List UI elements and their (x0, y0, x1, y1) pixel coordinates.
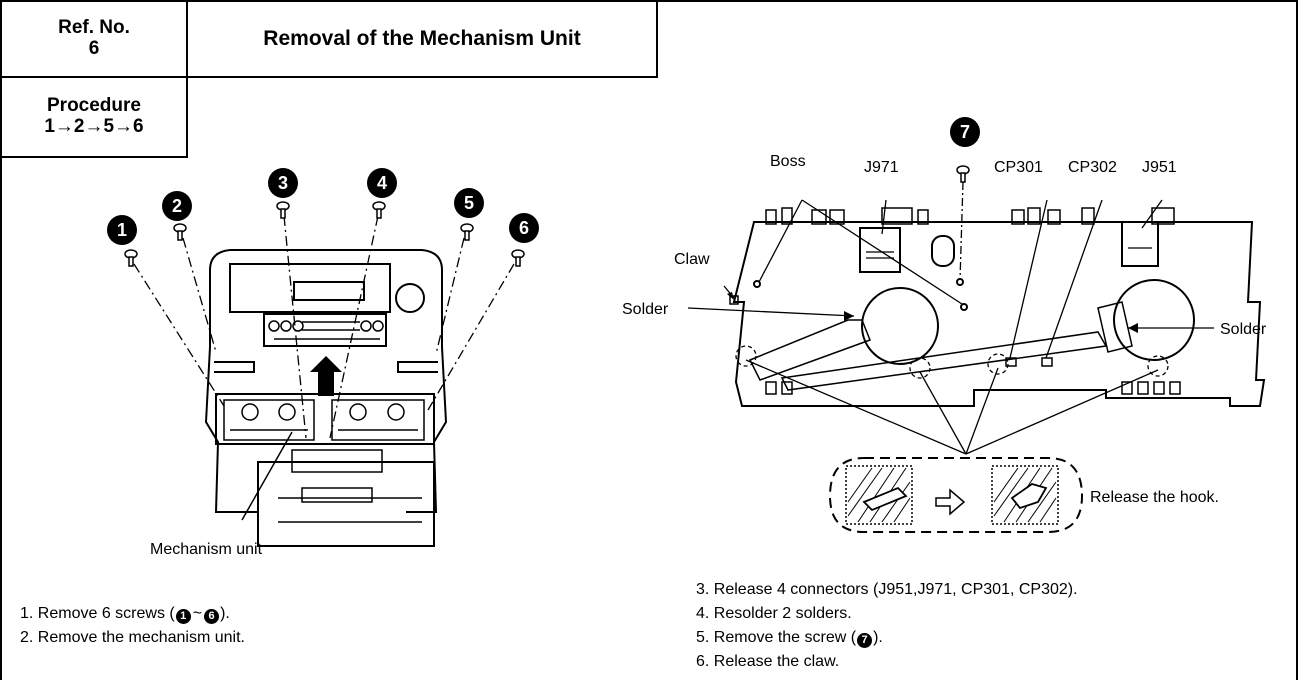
screw-badge-inline-1: 1 (175, 609, 191, 624)
circuit-board-figure (729, 207, 1266, 407)
main-flex-cable (780, 331, 1108, 391)
step-6: 6. Release the claw. (696, 653, 840, 670)
ref-value: 6 (88, 38, 100, 59)
label-solder-right: Solder (1220, 321, 1267, 338)
label-j951: J951 (1142, 159, 1177, 176)
screw-badge-inline-6: 6 (204, 609, 220, 624)
unit-top-housing (209, 249, 443, 347)
step-1: 1. Remove 6 screws (1~6). (20, 605, 230, 624)
svg-text:1: 1 (117, 220, 127, 240)
label-cp301: CP301 (994, 159, 1043, 176)
right-reel (1113, 279, 1195, 361)
label-solder-left: Solder (622, 301, 669, 318)
screw-badge-inline-7: 7 (857, 633, 873, 648)
svg-text:3: 3 (278, 173, 288, 193)
screw-badge-7: 7 (950, 117, 980, 147)
procedure-value: 1→2→5→6 (44, 116, 144, 137)
label-j971: J971 (864, 159, 899, 176)
screw-number-badges: 1 2 3 4 5 6 (107, 168, 539, 245)
steps-left: 1. Remove 6 screws (1~6). 2. Remove the … (20, 602, 245, 650)
knob (395, 283, 425, 313)
page-title: Removal of the Mechanism Unit (263, 27, 581, 51)
svg-text:6: 6 (519, 218, 529, 238)
label-release-hook: Release the hook. (1090, 489, 1219, 506)
mechanism-removal-figure (133, 215, 515, 547)
screw-badge-4: 4 (367, 168, 397, 198)
screw-badge-6: 6 (509, 213, 539, 243)
claw (729, 295, 739, 305)
display-window (229, 263, 391, 313)
svg-text:4: 4 (377, 173, 387, 193)
step-2: 2. Remove the mechanism unit. (20, 629, 245, 646)
mechanism-deck (215, 393, 435, 445)
screw-badge-5: 5 (454, 188, 484, 218)
right-leader-lines (687, 181, 1214, 455)
svg-text:2: 2 (172, 196, 182, 216)
procedure-cell: Procedure 1→2→5→6 (2, 78, 188, 158)
lower-housing (257, 461, 435, 547)
steps-right: 3. Release 4 connectors (J951,J971, CP30… (696, 578, 1078, 674)
remove-direction-arrow (310, 356, 342, 396)
right-figure-labels: Boss J971 CP301 CP302 J951 Claw Solder S… (622, 153, 1267, 506)
screw-badge-3: 3 (268, 168, 298, 198)
label-cp302: CP302 (1068, 159, 1117, 176)
svg-text:7: 7 (960, 122, 970, 142)
label-mechanism-unit: Mechanism unit (150, 541, 263, 558)
ref-label: Ref. No. (58, 17, 130, 39)
step-3: 3. Release 4 connectors (J951,J971, CP30… (696, 581, 1078, 598)
screw-badge-1: 1 (107, 215, 137, 245)
screw-icon-7 (956, 165, 970, 183)
ref-number-cell: Ref. No. 6 (2, 2, 188, 78)
capacitor (931, 235, 955, 267)
step-4: 4. Resolder 2 solders. (696, 605, 852, 622)
label-boss: Boss (770, 153, 806, 170)
screw-icons-left (124, 201, 525, 267)
connector-j951 (1121, 221, 1159, 267)
svg-text:5: 5 (464, 193, 474, 213)
pcb-outline (732, 221, 1266, 407)
left-reel (861, 287, 939, 365)
connector-j971 (859, 227, 901, 273)
left-side-panel (204, 346, 258, 513)
screw-badge-2: 2 (162, 191, 192, 221)
left-flex-cable (748, 319, 871, 381)
display-panel (293, 281, 365, 301)
procedure-label: Procedure (47, 95, 141, 117)
control-panel (263, 313, 387, 347)
hook-release-detail (828, 457, 1084, 533)
label-claw: Claw (674, 251, 710, 268)
page-title-cell: Removal of the Mechanism Unit (188, 2, 658, 78)
leader-arrowheads (727, 292, 1138, 333)
step-5: 5. Remove the screw (7). (696, 629, 883, 648)
